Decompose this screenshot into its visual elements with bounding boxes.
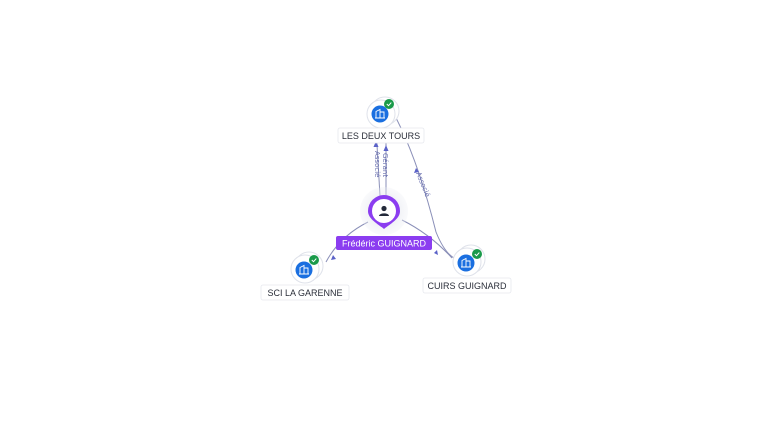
verified-badge: [384, 99, 394, 109]
company-name: LES DEUX TOURS: [342, 131, 420, 141]
person-name: Frédéric GUIGNARD: [342, 239, 427, 249]
check-icon: [386, 102, 392, 107]
person-label-box: [336, 236, 432, 250]
arrow-icon: [331, 255, 336, 260]
building-icon: [375, 108, 385, 119]
company-name: CUIRS GUIGNARD: [427, 281, 507, 291]
company-node-sci-la-garenne[interactable]: SCI LA GARENNE: [260, 251, 350, 301]
company-node-les-deux-tours[interactable]: LES DEUX TOURS: [337, 96, 425, 144]
arrow-icon: [414, 168, 419, 173]
person-node[interactable]: Frédéric GUIGNARD: [336, 187, 432, 250]
arrow-icon: [373, 141, 379, 147]
company-label-box: [260, 284, 350, 301]
verified-badge: [309, 255, 319, 265]
person-icon: [379, 205, 389, 216]
company-node-cuirs-guignard[interactable]: CUIRS GUIGNARD: [422, 244, 512, 294]
edge-label-gerant: Gérant: [381, 153, 389, 177]
verified-badge: [472, 249, 482, 259]
company-name: SCI LA GARENNE: [267, 288, 342, 298]
check-icon: [474, 252, 480, 257]
arrow-icon: [383, 145, 389, 151]
building-icon: [461, 257, 471, 268]
edge-label-associe-2: Associé: [414, 171, 431, 199]
building-icon: [299, 264, 309, 275]
edge-label-associe: Associé: [373, 151, 381, 177]
check-icon: [311, 258, 317, 263]
arrow-icon: [434, 250, 438, 255]
company-label-box: [337, 127, 425, 144]
company-label-box: [422, 277, 512, 294]
